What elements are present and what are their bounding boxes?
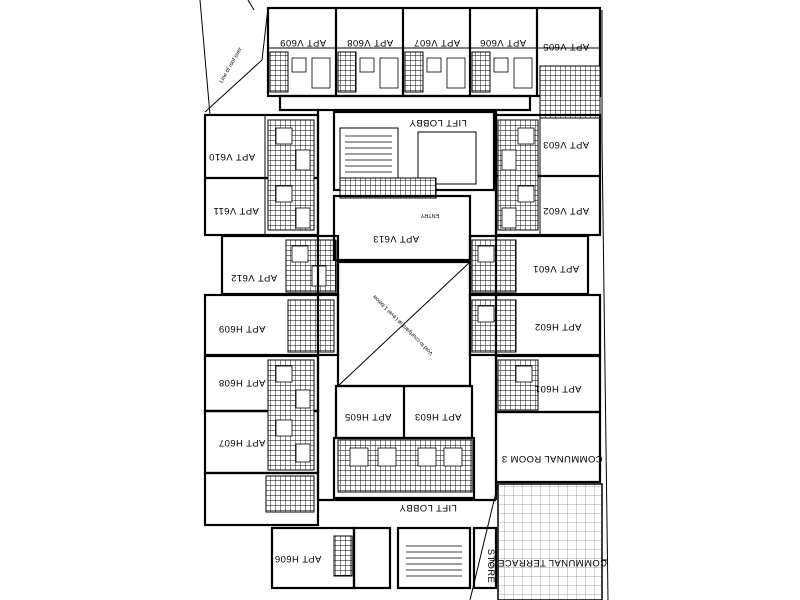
apt-v609-label: APT V609 xyxy=(280,37,326,48)
apt-h602-label: APT H602 xyxy=(535,321,582,332)
left-upper-apartments xyxy=(203,113,320,237)
communal-room-text: COMMUNAL ROOM 3 xyxy=(501,453,602,464)
communal-terrace-label: COMMUNAL TERRACE 2 xyxy=(489,557,607,568)
apt-v613-label: APT V613 xyxy=(373,233,419,244)
apt-h606-label: APT H606 xyxy=(275,553,322,564)
store-label: STORE xyxy=(485,549,496,584)
labels: APT V609 APT V608 APT V607 APT V606 APT … xyxy=(209,37,607,583)
apt-v601-label: APT V601 xyxy=(533,263,579,274)
apt-h607-label: APT H607 xyxy=(219,437,266,448)
top-apartment-row xyxy=(266,6,602,119)
lift-lobby-bottom-label: LIFT LOBBY xyxy=(399,502,457,513)
right-upper-apartments xyxy=(494,113,602,237)
apt-v612-label: APT V612 xyxy=(231,272,277,283)
apt-h609-label: APT H609 xyxy=(219,323,266,334)
lift-lobby-top-label: LIFT LOBBY xyxy=(409,117,467,128)
apt-v607-label: APT V607 xyxy=(414,37,460,48)
apt-v608-label: APT V608 xyxy=(347,37,393,48)
apt-h608-label: APT H608 xyxy=(219,377,266,388)
entry-note: ENTRY xyxy=(420,212,439,218)
communal-room-label: COMMUNAL ROOM 3 xyxy=(501,453,602,464)
v612-block xyxy=(220,234,340,296)
apt-v610-label: APT V610 xyxy=(209,151,255,162)
apt-v603-label: APT V603 xyxy=(543,139,589,150)
communal-areas xyxy=(469,410,603,600)
apt-v605-label: APT V605 xyxy=(543,41,589,52)
void-note: Void to courtyard at Level 1 below xyxy=(372,293,435,356)
apt-h603-label: APT H603 xyxy=(415,411,462,422)
apt-h601-label: APT H601 xyxy=(535,383,582,394)
apt-v602-label: APT V602 xyxy=(543,205,589,216)
roof-note: Line of roof over xyxy=(219,47,244,85)
left-lower-apartments xyxy=(203,293,340,527)
right-middle-apartments xyxy=(468,234,602,414)
apt-h605-label: APT H605 xyxy=(345,411,392,422)
central-core xyxy=(316,110,498,502)
bottom-core xyxy=(270,526,498,590)
apt-v606-label: APT V606 xyxy=(480,37,526,48)
apt-v611-label: APT V611 xyxy=(213,205,259,216)
